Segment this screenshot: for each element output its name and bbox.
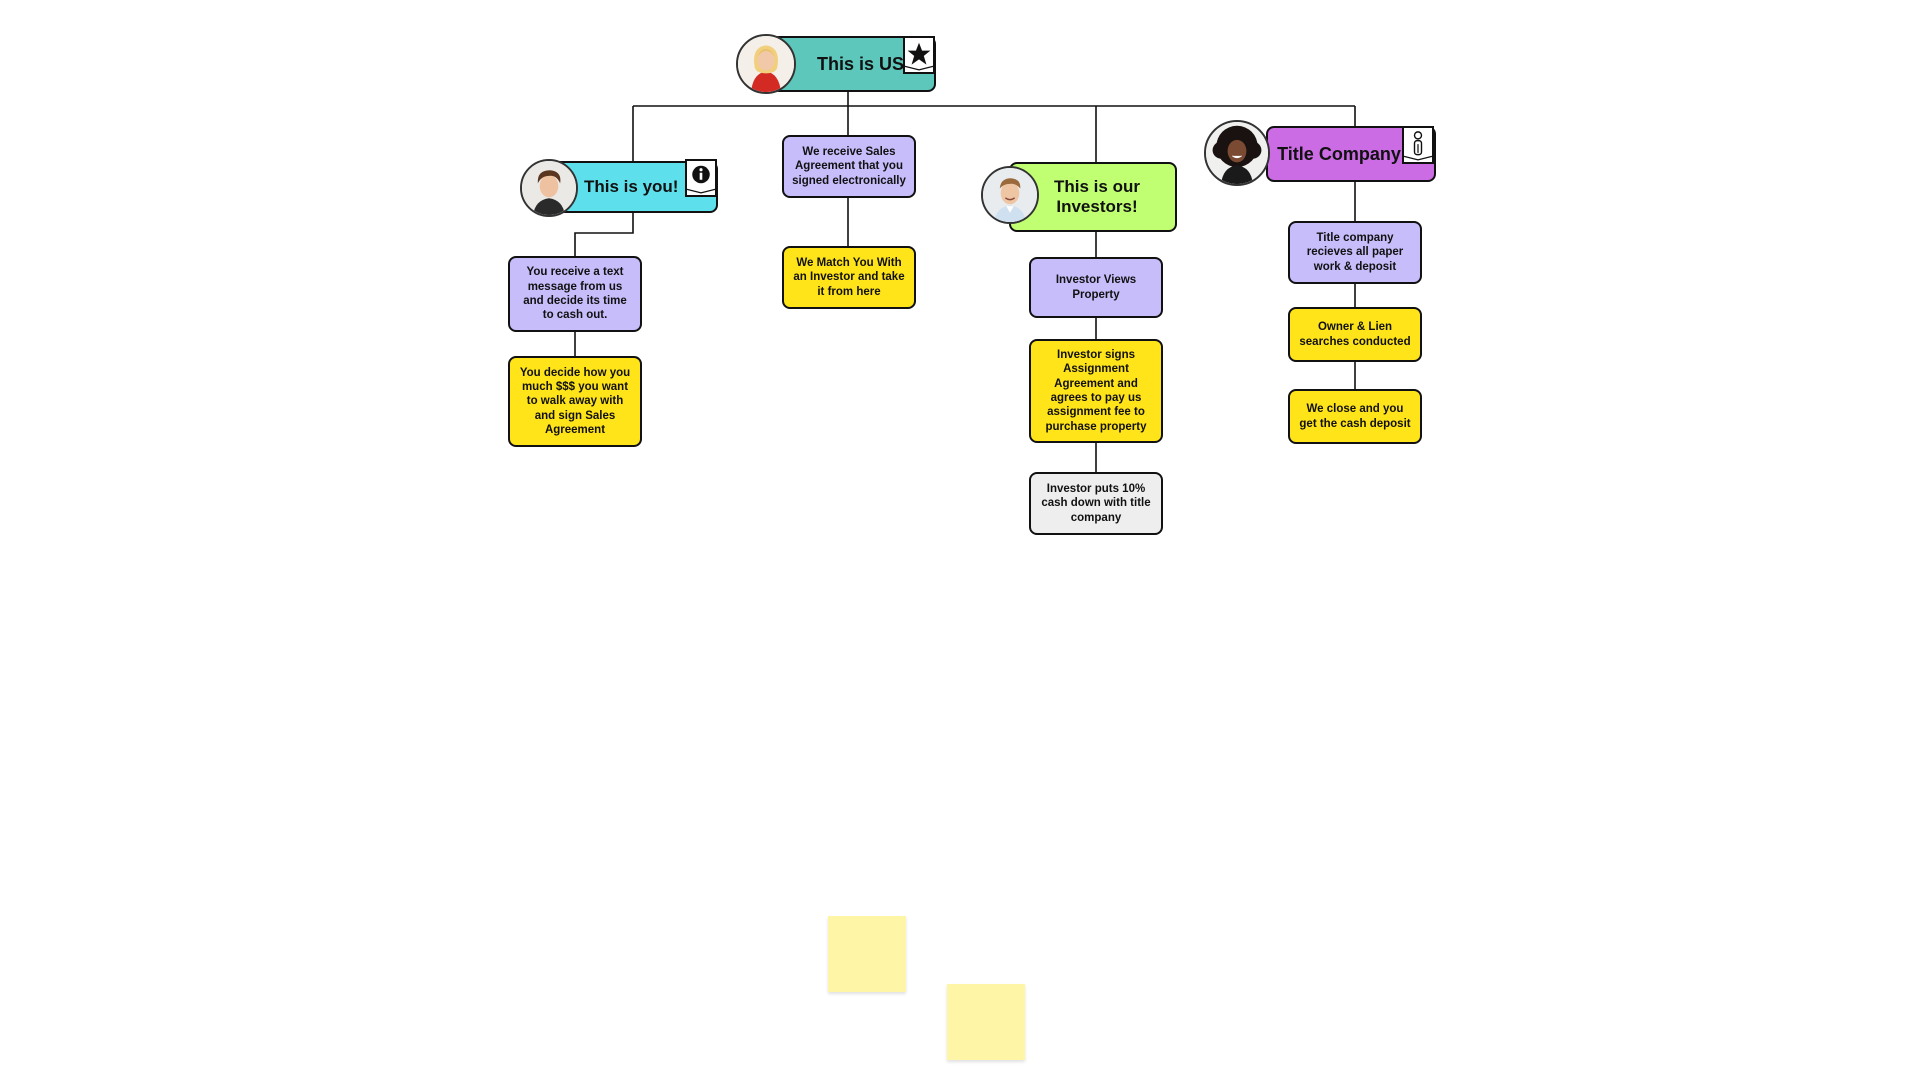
connector-root-bus [633, 92, 1355, 107]
header-title: This is our Investors! [1054, 177, 1140, 216]
header-title: This is US! [817, 53, 911, 74]
card-text: We receive Sales Agreement that you sign… [792, 145, 906, 187]
card-we-match-investor[interactable]: We Match You With an Investor and take i… [782, 246, 916, 309]
header-title: This is you! [584, 177, 679, 197]
info-icon [685, 159, 717, 197]
avatar-smiling-man [981, 166, 1039, 224]
card-text: Owner & Lien searches conducted [1299, 321, 1411, 348]
card-text: You decide how you much $$$ you want to … [519, 366, 631, 437]
avatar-young-man [520, 159, 578, 217]
header-title: Title Company [1277, 143, 1401, 164]
sticky-note-2[interactable] [947, 984, 1025, 1060]
avatar-woman-curly-hair [1204, 120, 1270, 186]
card-title-company-receives[interactable]: Title company recieves all paper work & … [1288, 221, 1422, 284]
card-owner-lien-searches[interactable]: Owner & Lien searches conducted [1288, 307, 1422, 362]
card-investor-signs-assignment[interactable]: Investor signs Assignment Agreement and … [1029, 339, 1163, 443]
card-you-decide-amount[interactable]: You decide how you much $$$ you want to … [508, 356, 642, 447]
card-investor-views-property[interactable]: Investor Views Property [1029, 257, 1163, 318]
card-text: Investor Views Property [1055, 274, 1137, 301]
person-icon [1402, 126, 1434, 164]
card-you-receive-text[interactable]: You receive a text message from us and d… [508, 256, 642, 332]
star-icon [903, 36, 935, 74]
card-text: You receive a text message from us and d… [523, 266, 627, 322]
card-text: Investor signs Assignment Agreement and … [1045, 348, 1147, 433]
card-investor-puts-cash-down[interactable]: Investor puts 10% cash down with title c… [1029, 472, 1163, 535]
header-this-is-us[interactable]: This is US! [771, 36, 936, 92]
card-text: Investor puts 10% cash down with title c… [1041, 482, 1151, 524]
card-we-receive-sales-agreement[interactable]: We receive Sales Agreement that you sign… [782, 135, 916, 198]
avatar-woman-blonde [736, 34, 796, 94]
connector-you-to-card1 [574, 213, 634, 256]
card-we-close[interactable]: We close and you get the cash deposit [1288, 389, 1422, 444]
card-text: Title company recieves all paper work & … [1306, 231, 1404, 273]
card-text: We close and you get the cash deposit [1299, 403, 1411, 430]
sticky-note-1[interactable] [828, 916, 906, 992]
card-text: We Match You With an Investor and take i… [793, 256, 905, 298]
